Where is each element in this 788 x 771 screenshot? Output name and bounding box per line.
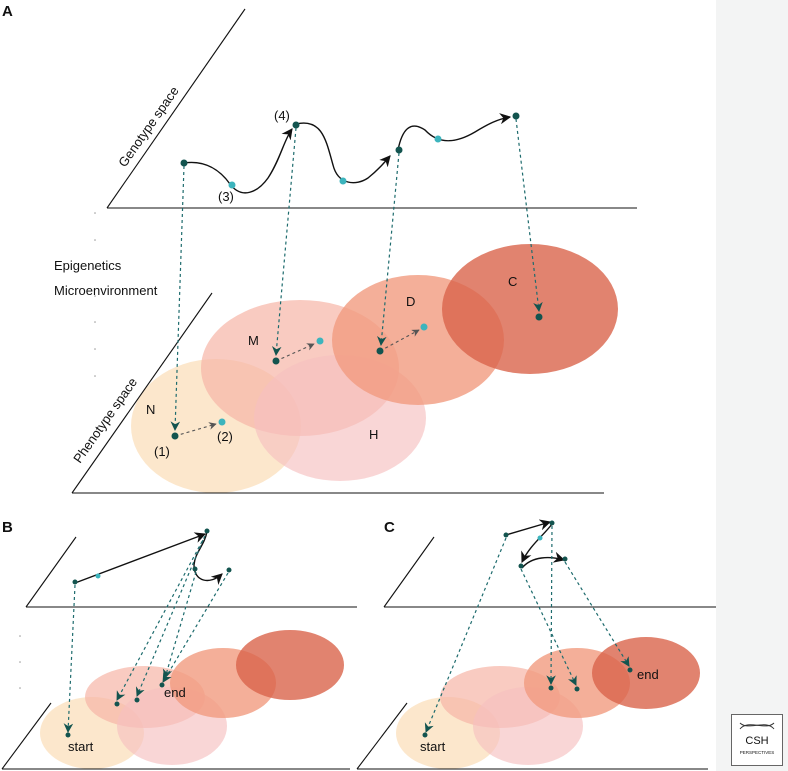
- panel-c-pnode-2: [548, 685, 554, 691]
- panel-c-pnode-end: [627, 667, 633, 673]
- microenvironment-label: Microenvironment: [54, 283, 158, 298]
- panel-c-node-3: [549, 520, 555, 526]
- genotype-path-seg3: [397, 113, 512, 151]
- shift-m: [275, 343, 315, 362]
- genotype-path-seg2: [295, 122, 391, 184]
- panel-b-path-hook: [193, 530, 223, 585]
- panel-c-pnode-start: [422, 732, 428, 738]
- phenotype-node-d2: [420, 323, 428, 331]
- projection-c: [515, 118, 543, 312]
- phenotype-axis-diagonal: [71, 292, 213, 494]
- phenotype-node-2: [218, 418, 226, 426]
- region-n-label: N: [146, 402, 155, 417]
- panel-b-region-c: [236, 630, 344, 700]
- panel-c: C start end: [356, 519, 716, 770]
- step-label-3: (3): [218, 189, 234, 204]
- panel-c-node-4: [518, 563, 524, 569]
- shift-d: [379, 329, 420, 352]
- projection-d: [377, 152, 400, 346]
- dna-helix-icon: CSH PERSPECTIVES: [739, 722, 775, 755]
- phenotype-node-c: [535, 313, 543, 321]
- genotype-node-3: [228, 181, 236, 189]
- panel-b-pnode-end: [159, 682, 165, 688]
- panel-b-start-label: start: [68, 739, 94, 754]
- panel-b-dots: [19, 635, 21, 689]
- logo-subtext: PERSPECTIVES: [740, 750, 775, 755]
- phenotype-node-1: [171, 432, 179, 440]
- logo-text: CSH: [745, 735, 768, 747]
- panel-c-node-2: [537, 535, 543, 541]
- dotted-separator: [94, 212, 96, 377]
- genotype-node-mid: [339, 177, 347, 185]
- panel-c-pnode-3: [574, 686, 580, 692]
- region-h-label: H: [369, 427, 378, 442]
- genotype-axis-diagonal: [106, 8, 246, 209]
- panel-c-path-right: [521, 551, 566, 569]
- phenotype-node-m2: [316, 337, 324, 345]
- genotype-space-label: Genotype space: [115, 84, 182, 170]
- genotype-node-4: [292, 121, 300, 129]
- genotype-node-c: [512, 112, 520, 120]
- panel-b-proj-4: [162, 571, 197, 679]
- panel-b-node-5: [226, 567, 232, 573]
- panel-c-proj-2: [546, 525, 556, 685]
- csh-perspectives-logo: CSH PERSPECTIVES: [731, 714, 783, 766]
- projection-n: [170, 165, 185, 431]
- region-d-label: D: [406, 294, 415, 309]
- panel-b-pnode-start: [65, 732, 71, 738]
- panel-c-proj-1: [424, 537, 507, 733]
- panel-c-path-down: [521, 523, 553, 564]
- panel-b-proj-3: [135, 539, 204, 697]
- panel-a: A Genotype space Epigenetics Microenviro…: [2, 3, 637, 494]
- panel-b-node-1: [72, 579, 78, 585]
- panel-b-node-2: [95, 573, 101, 579]
- panel-c-region-c: [592, 637, 700, 709]
- region-c-label: C: [508, 274, 517, 289]
- step-label-2: (2): [217, 429, 233, 444]
- region-m-label: M: [248, 333, 259, 348]
- panel-b-genotype-diagonal: [25, 536, 77, 608]
- panel-c-node-5: [562, 556, 568, 562]
- panel-b-end-label: end: [164, 685, 186, 700]
- panel-b-node-3: [204, 528, 210, 534]
- genotype-node-light2: [434, 135, 442, 143]
- phenotype-space-label: Phenotype space: [70, 375, 140, 466]
- panel-c-proj-4: [564, 561, 630, 667]
- shift-n: [174, 422, 217, 437]
- step-label-1: (1): [154, 444, 170, 459]
- region-c: [442, 244, 618, 374]
- panel-c-genotype-diagonal: [383, 536, 435, 608]
- evolution-diagram: A Genotype space Epigenetics Microenviro…: [1, 3, 716, 770]
- phenotype-node-d: [376, 347, 384, 355]
- epigenetics-label: Epigenetics: [54, 258, 122, 273]
- panel-a-letter: A: [2, 3, 13, 20]
- panel-b-proj-2: [116, 535, 206, 701]
- panel-b-path-long: [74, 532, 207, 584]
- panel-b-proj-1: [63, 584, 76, 733]
- panel-b-letter: B: [2, 519, 13, 536]
- panel-c-letter: C: [384, 519, 395, 536]
- genotype-node-d: [395, 146, 403, 154]
- panel-c-node-1: [503, 532, 509, 538]
- panel-c-phenotype-diagonal: [356, 702, 408, 770]
- genotype-node-start: [180, 159, 188, 167]
- panel-b: B start end: [1, 519, 357, 770]
- panel-b-node-4: [192, 566, 198, 572]
- panel-c-path-top: [505, 519, 552, 536]
- step-label-4: (4): [274, 108, 290, 123]
- panel-c-start-label: start: [420, 739, 446, 754]
- phenotype-node-m: [272, 357, 280, 365]
- panel-c-end-label: end: [637, 667, 659, 682]
- panel-b-pnode-2: [114, 701, 120, 707]
- genotype-path-seg1: [183, 128, 293, 194]
- right-sidebar: [716, 0, 788, 771]
- projection-m: [271, 127, 297, 356]
- panel-b-phenotype-diagonal: [1, 702, 52, 770]
- panel-b-pnode-3: [134, 697, 140, 703]
